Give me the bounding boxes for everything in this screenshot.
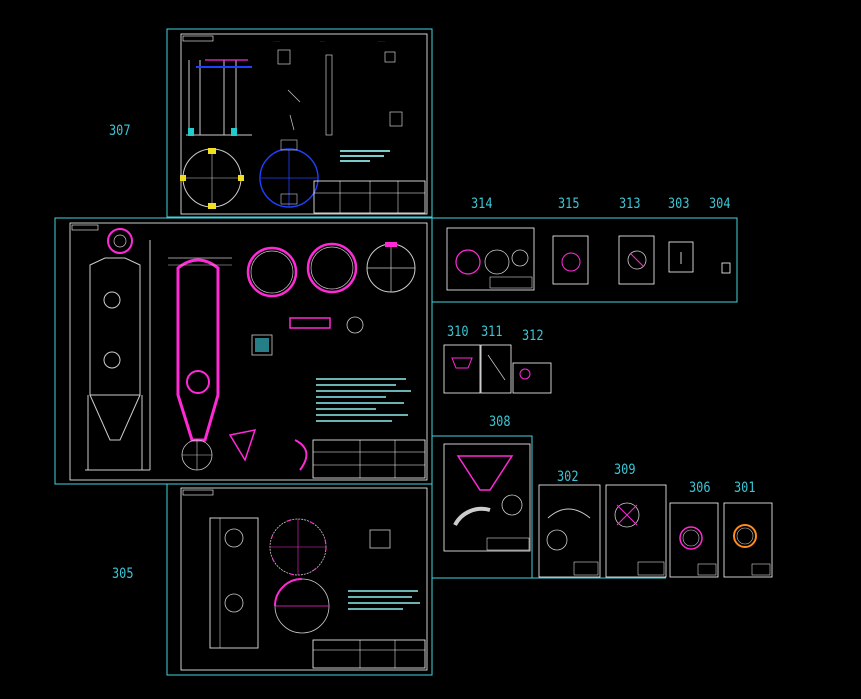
drawing-sheet-302[interactable] bbox=[538, 484, 601, 578]
drawing-sheet-main-vessel[interactable] bbox=[54, 217, 433, 485]
drawing-sheet-305[interactable] bbox=[166, 483, 433, 676]
drawing-group-310-312[interactable] bbox=[443, 344, 552, 394]
label-312: 312 bbox=[522, 328, 544, 344]
label-301: 301 bbox=[734, 480, 756, 496]
svg-text:·······: ······· bbox=[378, 39, 385, 43]
label-314: 314 bbox=[471, 196, 493, 212]
drawing-sheet-308[interactable] bbox=[431, 435, 533, 579]
svg-text:· ·····: · ····· bbox=[273, 39, 280, 43]
label-305: 305 bbox=[112, 566, 134, 582]
label-304: 304 bbox=[709, 196, 731, 212]
label-309: 309 bbox=[614, 462, 636, 478]
label-311: 311 bbox=[481, 324, 503, 340]
label-302: 302 bbox=[557, 469, 579, 485]
label-315: 315 bbox=[558, 196, 580, 212]
drawing-sheet-301[interactable] bbox=[723, 502, 773, 578]
label-313: 313 bbox=[619, 196, 641, 212]
drawing-sheet-307[interactable]: · ················· bbox=[166, 28, 433, 218]
label-303: 303 bbox=[668, 196, 690, 212]
svg-text:·····: ····· bbox=[320, 39, 325, 43]
label-310: 310 bbox=[447, 324, 469, 340]
drawing-group-314-304[interactable] bbox=[431, 217, 738, 303]
drawing-sheet-306[interactable] bbox=[669, 502, 719, 578]
label-308: 308 bbox=[489, 414, 511, 430]
label-306: 306 bbox=[689, 480, 711, 496]
drawing-sheet-309[interactable] bbox=[605, 484, 667, 578]
label-307: 307 bbox=[109, 123, 131, 139]
